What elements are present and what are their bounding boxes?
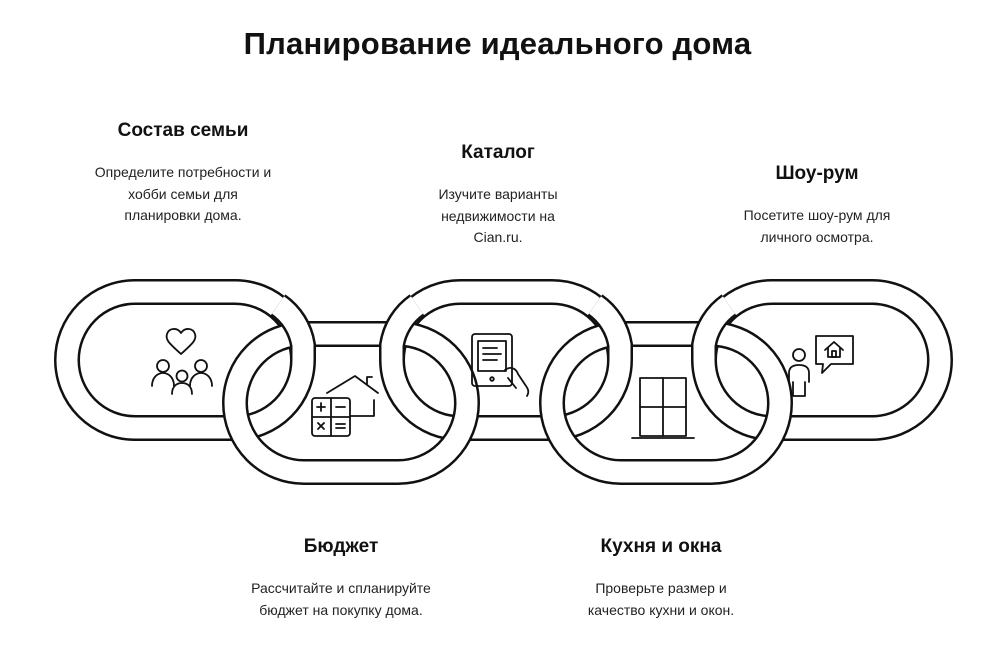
step-showroom-text: Посетите шоу-рум для личного осмотра.	[743, 207, 891, 245]
person-house-icon	[788, 335, 854, 397]
link-5-overlap	[691, 294, 737, 360]
step-kitchen: Кухня и окна Проверьте размер и качество…	[556, 536, 766, 621]
step-catalog: Каталог Изучите варианты недвижимости на…	[408, 142, 588, 249]
chain-link-5	[691, 279, 953, 441]
step-family-text: Определите потребности и хобби семьи для…	[94, 164, 272, 223]
step-catalog-text: Изучите варианты недвижимости на Cian.ru…	[438, 186, 558, 245]
tablet-browse-icon	[471, 333, 530, 397]
step-showroom-heading: Шоу-рум	[775, 163, 859, 184]
step-kitchen-text: Проверьте размер и качество кухни и окон…	[587, 580, 735, 618]
page-title: Планирование идеального дома	[243, 26, 752, 61]
chain-link-2	[222, 321, 480, 485]
link-1-overlap	[270, 294, 316, 360]
family-icon	[151, 328, 213, 395]
calculator-house-icon	[311, 375, 379, 437]
step-showroom: Шоу-рум Посетите шоу-рум для личного осм…	[717, 163, 917, 248]
step-family: Состав семьи Определите потребности и хо…	[83, 120, 283, 227]
step-budget: Бюджет Рассчитайте и спланируйте бюджет …	[236, 536, 446, 621]
step-budget-heading: Бюджет	[303, 536, 379, 557]
step-family-heading: Состав семьи	[117, 120, 249, 141]
step-budget-text: Рассчитайте и спланируйте бюджет на поку…	[251, 580, 431, 618]
step-kitchen-heading: Кухня и окна	[600, 536, 722, 557]
chain-link-4	[539, 321, 793, 485]
window-icon	[631, 377, 695, 439]
step-catalog-heading: Каталог	[461, 142, 535, 163]
link-3-overlap	[379, 294, 633, 360]
